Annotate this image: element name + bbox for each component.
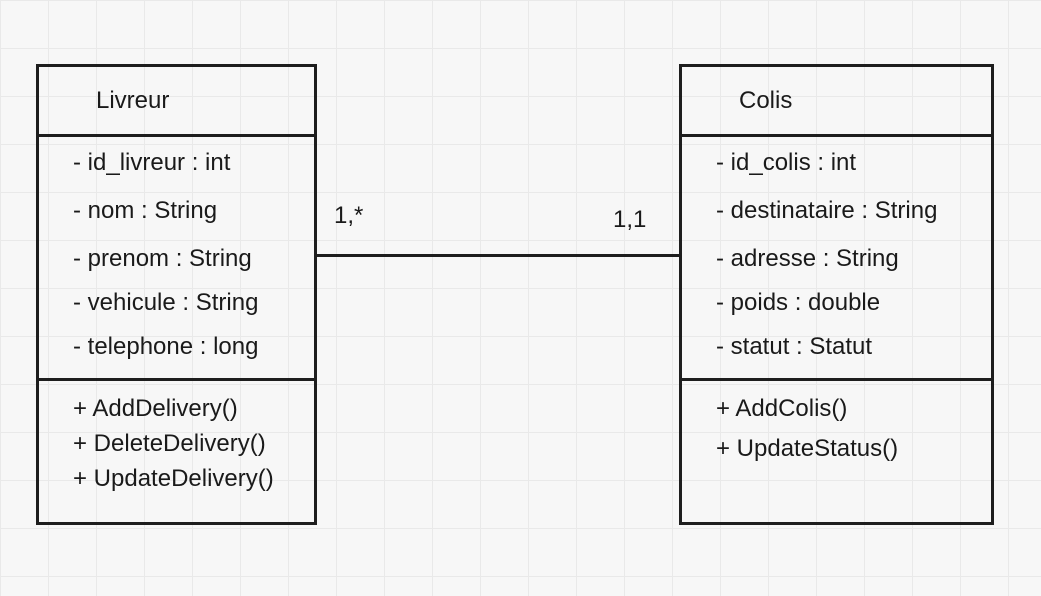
attribute-vehicule: - vehicule : String — [73, 289, 259, 316]
attribute-nom: - nom : String — [73, 197, 218, 224]
method-delete-delivery: + DeleteDelivery() — [73, 430, 266, 457]
attribute-id-colis: - id_colis : int — [716, 149, 857, 176]
class-colis-methods-separator — [682, 378, 991, 381]
method-update-delivery: + UpdateDelivery() — [73, 465, 274, 492]
multiplicity-colis: 1,1 — [613, 206, 647, 233]
attribute-poids: - poids : double — [716, 289, 881, 316]
class-livreur-name-separator — [39, 134, 314, 137]
class-colis[interactable]: Colis - id_colis : int - destinataire : … — [679, 64, 994, 525]
method-add-colis: + AddColis() — [716, 395, 848, 422]
class-name-livreur: Livreur — [96, 87, 170, 114]
class-name-colis: Colis — [739, 87, 793, 114]
attribute-statut: - statut : Statut — [716, 333, 873, 360]
class-livreur-methods-separator — [39, 378, 314, 381]
attribute-telephone: - telephone : long — [73, 333, 259, 360]
method-add-delivery: + AddDelivery() — [73, 395, 238, 422]
attribute-id-livreur: - id_livreur : int — [73, 149, 231, 176]
multiplicity-livreur: 1,* — [334, 202, 364, 229]
method-update-status: + UpdateStatus() — [716, 435, 899, 462]
class-colis-name-separator — [682, 134, 991, 137]
attribute-prenom: - prenom : String — [73, 245, 252, 272]
association-line[interactable] — [317, 254, 679, 257]
attribute-adresse: - adresse : String — [716, 245, 899, 272]
class-livreur[interactable]: Livreur - id_livreur : int - nom : Strin… — [36, 64, 317, 525]
attribute-destinataire: - destinataire : String — [716, 197, 938, 224]
